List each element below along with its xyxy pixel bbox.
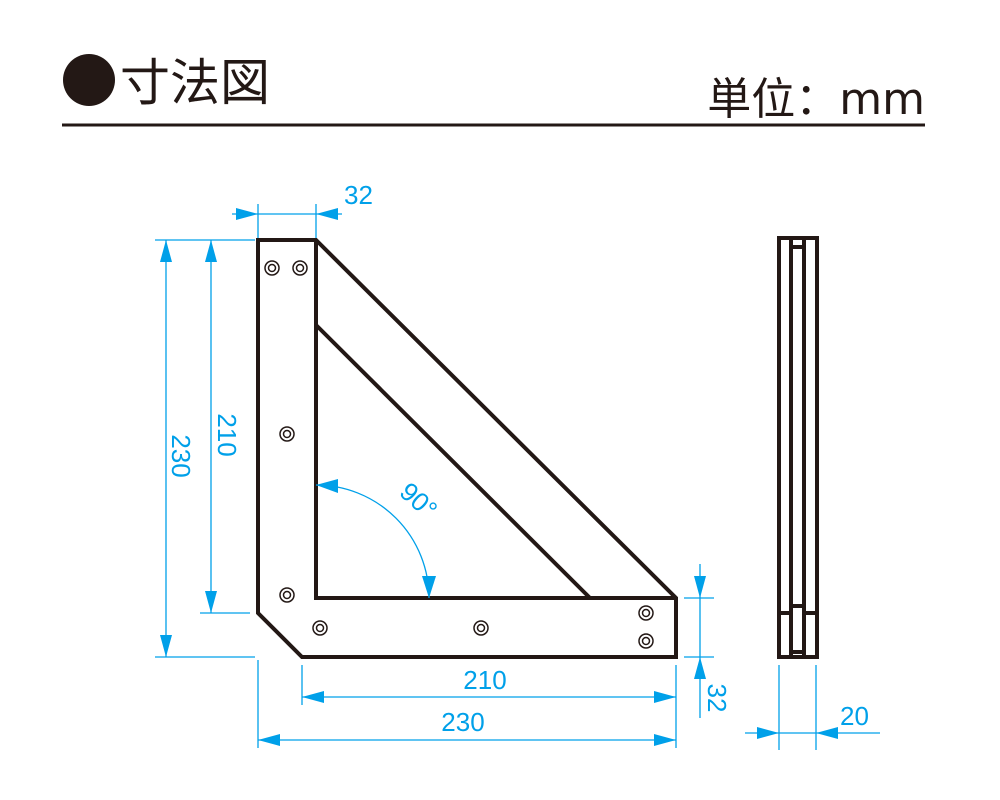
- dimension-bottom-thickness: 32: [684, 564, 732, 718]
- screw-hole: [638, 605, 654, 621]
- bracket-side-view: [777, 236, 819, 659]
- bracket-inner-edge: [314, 240, 676, 600]
- dimension-label: 210: [212, 413, 242, 456]
- screw-hole: [264, 260, 280, 276]
- unit-label: 単位：mm: [707, 74, 925, 125]
- brace-inner-edge: [314, 323, 592, 600]
- dimension-label: 90°: [394, 476, 443, 525]
- bracket-outline: [256, 238, 678, 659]
- dimension-label: 210: [463, 665, 506, 695]
- dimension-label: 230: [166, 434, 196, 477]
- page-title: 寸法図: [120, 54, 270, 112]
- dimension-label: 32: [344, 180, 373, 210]
- dimension-inner-width: 210: [301, 665, 677, 748]
- dimension-total-height: 230: [155, 239, 255, 658]
- dimension-side-thickness: 20: [745, 665, 880, 750]
- screw-hole: [473, 620, 489, 636]
- dimension-top-width: 32: [232, 180, 373, 238]
- screw-hole: [279, 426, 295, 442]
- dimension-total-width: 230: [257, 660, 676, 748]
- screw-hole: [279, 587, 295, 603]
- dimension-inner-height: 210: [200, 240, 250, 614]
- bullet-icon: [63, 54, 115, 106]
- bracket-front-view: [256, 238, 678, 659]
- screw-holes: [264, 260, 654, 649]
- screw-hole: [292, 260, 308, 276]
- screw-hole: [312, 620, 328, 636]
- dimension-label: 32: [702, 684, 732, 713]
- dimension-label: 20: [840, 701, 869, 731]
- dimension-label: 230: [441, 707, 484, 737]
- screw-hole: [638, 633, 654, 649]
- dimension-angle: 90°: [315, 476, 443, 599]
